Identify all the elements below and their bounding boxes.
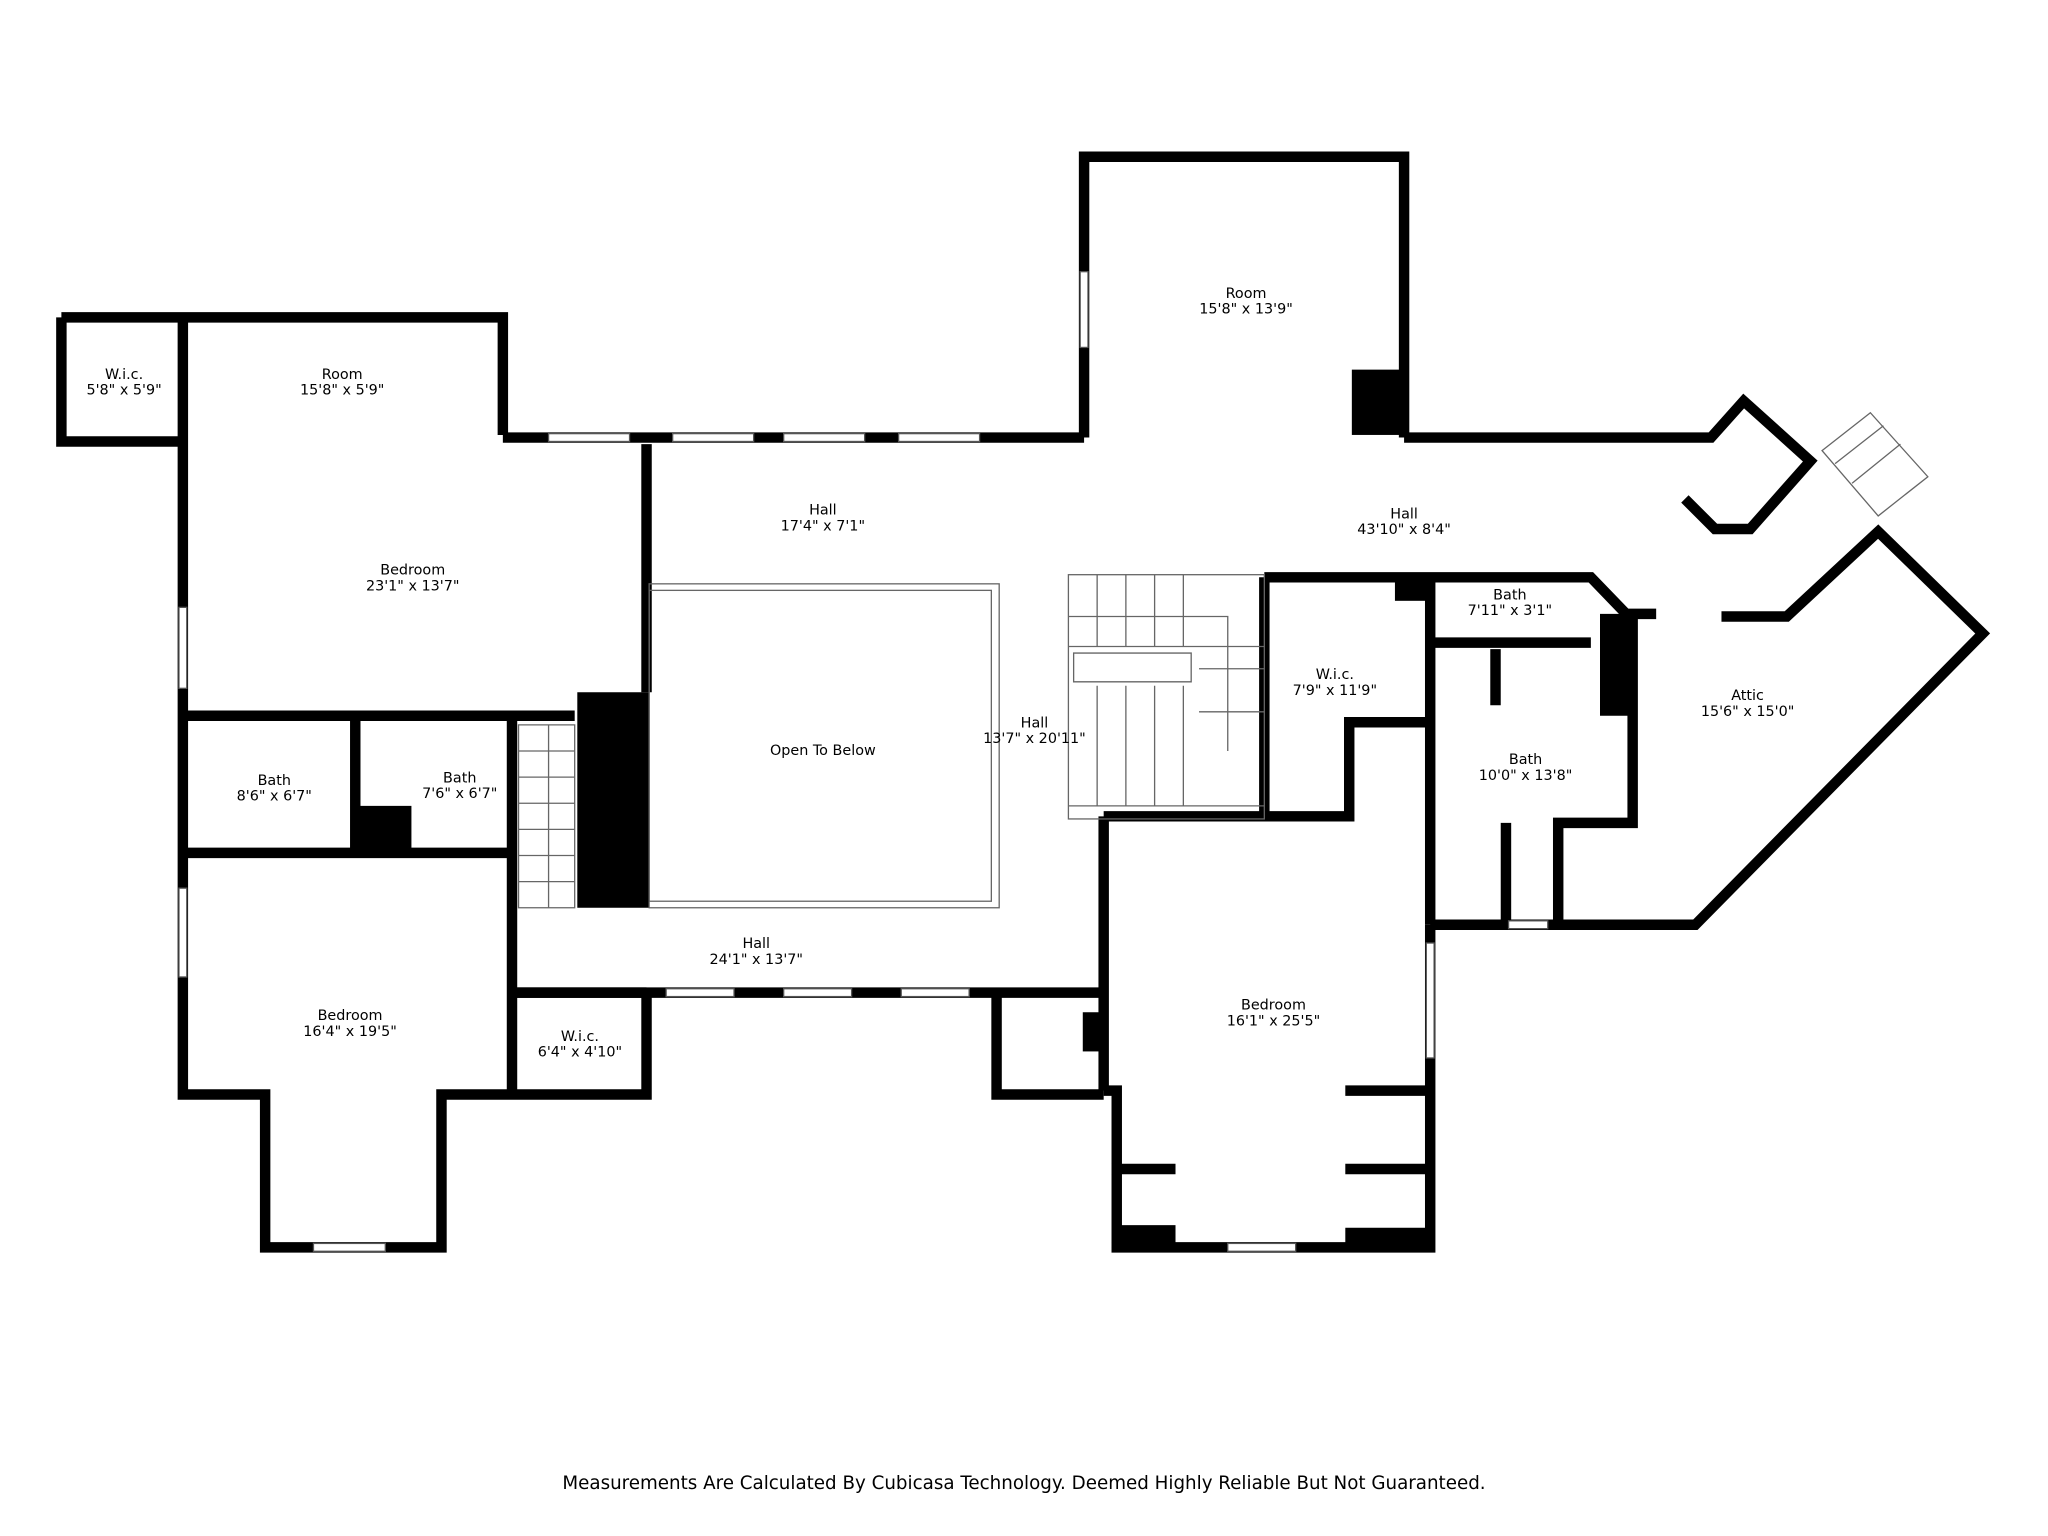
room-name: Hall [809,503,837,519]
room-size: 23'1" x 13'7" [366,578,460,594]
walls [56,151,1991,1253]
room-name: Bedroom [380,563,445,579]
room-name: Hall [1021,716,1049,732]
room-size: 15'6" x 15'0" [1701,704,1795,720]
room-name: Hall [1390,507,1418,523]
room-size: 7'6" x 6'7" [422,786,497,802]
room-name: Bath [258,773,291,789]
room-name: W.i.c. [561,1029,599,1045]
room-labels: W.i.c. 5'8" x 5'9" Room 15'8" x 5'9" Roo… [86,286,1794,1061]
room-size: 6'4" x 4'10" [538,1045,622,1061]
room-name: Attic [1731,688,1764,704]
room-size: 10'0" x 13'8" [1479,768,1573,784]
room-size: 17'4" x 7'1" [781,518,865,534]
room-size: 7'11" x 3'1" [1468,603,1552,619]
wall-blocks [355,369,1633,1248]
room-name: Open To Below [770,743,876,759]
disclaimer-footer: Measurements Are Calculated By Cubicasa … [562,1473,1485,1494]
room-size: 16'4" x 19'5" [303,1024,397,1040]
room-size: 16'1" x 25'5" [1227,1013,1321,1029]
room-name: Bath [1493,588,1526,604]
open-to-below [648,583,1000,909]
room-size: 13'7" x 20'11" [983,731,1086,747]
room-name: Bedroom [318,1008,383,1024]
room-size: 8'6" x 6'7" [237,789,312,805]
room-name: W.i.c. [1316,667,1354,683]
room-size: 15'8" x 13'9" [1199,301,1293,317]
room-size: 5'8" x 5'9" [86,382,161,398]
room-size: 24'1" x 13'7" [709,952,803,968]
room-name: Bedroom [1241,998,1306,1014]
room-size: 43'10" x 8'4" [1357,522,1451,538]
room-name: Room [322,367,363,383]
room-size: 7'9" x 11'9" [1293,683,1377,699]
room-name: W.i.c. [105,367,143,383]
windows [178,271,1549,1252]
room-name: Bath [443,770,476,786]
room-name: Hall [742,936,770,952]
stairs [517,411,1929,909]
room-name: Room [1226,286,1267,302]
room-name: Bath [1509,752,1542,768]
room-size: 15'8" x 5'9" [300,382,384,398]
